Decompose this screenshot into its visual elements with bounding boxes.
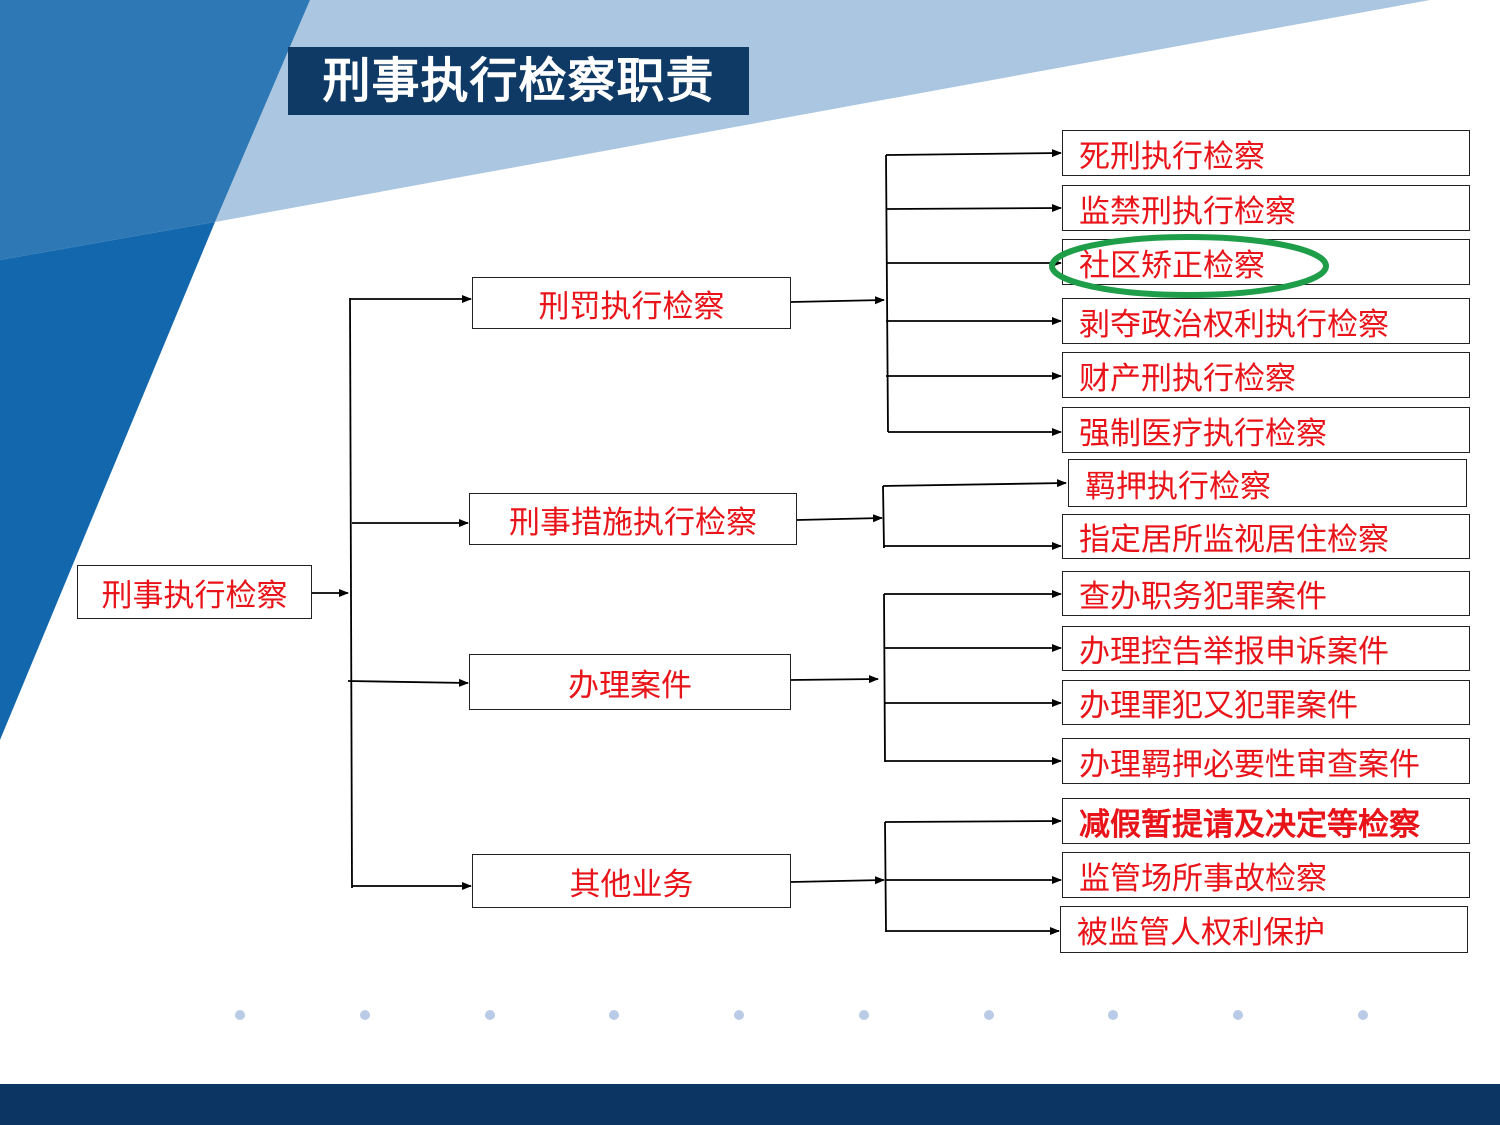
root-node: 刑事执行检察: [77, 565, 312, 619]
dot: [1108, 1010, 1118, 1020]
leaf-detention-review-cases: 办理羁押必要性审查案件: [1062, 738, 1470, 784]
leaf-imprisonment: 监禁刑执行检察: [1062, 185, 1470, 231]
dot: [609, 1010, 619, 1020]
leaf-detainee-rights: 被监管人权利保护: [1060, 906, 1468, 953]
dot: [859, 1010, 869, 1020]
branch-other-business: 其他业务: [472, 854, 791, 908]
leaf-complaint-cases: 办理控告举报申诉案件: [1062, 626, 1470, 671]
dot: [984, 1010, 994, 1020]
dot: [485, 1010, 495, 1020]
leaf-detention-execution: 羁押执行检察: [1068, 459, 1467, 507]
branch-criminal-measures: 刑事措施执行检察: [469, 493, 797, 545]
leaf-property-penalty: 财产刑执行检察: [1062, 352, 1470, 398]
leaf-political-rights: 剥夺政治权利执行检察: [1062, 298, 1470, 344]
leaf-custody-accident: 监管场所事故检察: [1062, 852, 1470, 898]
dot: [360, 1010, 370, 1020]
dot: [734, 1010, 744, 1020]
leaf-reoffense-cases: 办理罪犯又犯罪案件: [1062, 680, 1470, 725]
bg-mid-blue-band: [0, 0, 310, 260]
leaf-duty-crime-cases: 查办职务犯罪案件: [1062, 571, 1470, 616]
leaf-community-correction: 社区矫正检察: [1062, 239, 1470, 285]
dot: [1358, 1010, 1368, 1020]
branch-penalty-execution: 刑罚执行检察: [472, 277, 791, 329]
leaf-compulsory-treatment: 强制医疗执行检察: [1062, 407, 1470, 453]
branch-case-handling: 办理案件: [469, 654, 791, 710]
leaf-commutation-parole: 减假暂提请及决定等检察: [1062, 798, 1470, 844]
leaf-designated-residence: 指定居所监视居住检察: [1062, 514, 1470, 559]
dot: [1233, 1010, 1243, 1020]
footer-bar: [0, 1084, 1500, 1125]
dot: [235, 1010, 245, 1020]
dot-row: [235, 1010, 1368, 1020]
slide-title: 刑事执行检察职责: [288, 47, 749, 115]
bg-dark-blue-band: [0, 222, 215, 740]
leaf-death-penalty: 死刑执行检察: [1062, 130, 1470, 176]
